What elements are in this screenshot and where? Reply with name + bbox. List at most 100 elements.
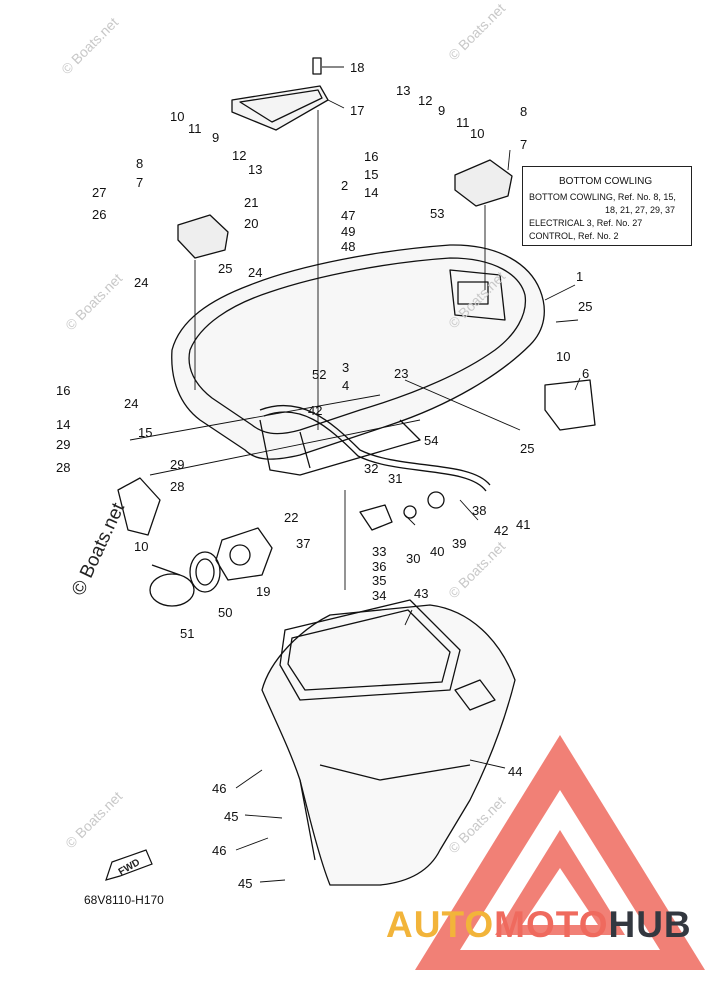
callout-number: 29 (170, 457, 185, 472)
callout-number: 21 (244, 195, 259, 210)
callout-number: 8 (520, 104, 528, 119)
callout-number: 16 (364, 149, 379, 164)
callout-number: 26 (92, 207, 107, 222)
callout-number: 18 (350, 60, 365, 75)
note-line: ELECTRICAL 3, Ref. No. 27 (529, 218, 643, 228)
callout-number: 14 (364, 185, 379, 200)
callout-number: 3 (342, 360, 350, 375)
part-cover-17 (231, 57, 329, 131)
brand-part-hub: HUB (608, 904, 692, 945)
note-box: BOTTOM COWLING BOTTOM COWLING, Ref. No. … (522, 166, 692, 246)
part-bracket-6 (544, 379, 596, 431)
brand-part-auto: AUTO (386, 904, 495, 945)
callout-number: 10 (556, 349, 571, 364)
callout-number: 9 (212, 130, 220, 145)
part-band-51 (149, 564, 195, 607)
callout-number: 42 (494, 523, 509, 538)
callout-number: 10 (470, 126, 485, 141)
callout-number: 48 (341, 239, 356, 254)
fwd-arrow-icon (105, 849, 153, 881)
callout-number: 54 (424, 433, 439, 448)
callout-number: 12 (232, 148, 247, 163)
callout-number: 31 (388, 471, 403, 486)
callout-number: 38 (472, 503, 487, 518)
callout-number: 42 (308, 403, 323, 418)
callout-number: 46 (212, 843, 227, 858)
note-title: BOTTOM COWLING (559, 176, 653, 187)
callout-number: 13 (248, 162, 263, 177)
callout-number: 19 (256, 584, 271, 599)
callout-number: 28 (56, 460, 71, 475)
note-line: CONTROL, Ref. No. 2 (529, 231, 619, 241)
brand-logo: AUTOMOTOHUB (386, 906, 692, 943)
brand-part-moto: MOTO (494, 904, 609, 945)
callout-number: 4 (342, 378, 350, 393)
callout-number: 7 (136, 175, 144, 190)
callout-number: 33 (372, 544, 387, 559)
part-lower-cowling-44 (261, 599, 516, 886)
callout-number: 52 (312, 367, 327, 382)
callout-number: 36 (372, 559, 387, 574)
callout-number: 11 (456, 115, 470, 130)
callout-number: 25 (218, 261, 233, 276)
note-line: 18, 21, 27, 29, 37 (605, 205, 676, 215)
note-line: BOTTOM COWLING, Ref. No. 8, 15, (529, 192, 676, 202)
callout-number: 11 (188, 121, 202, 136)
callout-number: 44 (508, 764, 523, 779)
callout-number: 40 (430, 544, 445, 559)
callout-number: 24 (134, 275, 149, 290)
part-hose-41 (259, 405, 491, 492)
callout-number: 50 (218, 605, 233, 620)
callout-number: 47 (341, 208, 356, 223)
callout-number: 8 (136, 156, 144, 171)
leader-lines (129, 66, 581, 883)
callout-number: 6 (582, 366, 590, 381)
part-bracket-left-7 (177, 214, 229, 259)
callout-number: 22 (284, 510, 299, 525)
callout-number: 32 (364, 461, 379, 476)
part-code: 68V8110-H170 (84, 893, 164, 907)
callout-number: 24 (248, 265, 263, 280)
callout-number: 24 (124, 396, 139, 411)
part-grommet-19 (215, 527, 273, 581)
callout-number: 27 (92, 185, 107, 200)
callout-number: 51 (180, 626, 195, 641)
callout-number: 30 (406, 551, 421, 566)
part-cap-30 (359, 504, 393, 531)
callout-number: 25 (578, 299, 593, 314)
callout-number: 9 (438, 103, 446, 118)
callout-number: 20 (244, 216, 259, 231)
callout-number: 17 (350, 103, 365, 118)
logo-triangle (415, 735, 705, 970)
callout-number: 25 (520, 441, 535, 456)
callout-number: 45 (238, 876, 253, 891)
part-bracket-10 (117, 477, 161, 536)
callout-number: 15 (138, 425, 153, 440)
callout-number: 45 (224, 809, 239, 824)
callout-number: 39 (452, 536, 467, 551)
callout-number: 16 (56, 383, 71, 398)
callout-number: 53 (430, 206, 445, 221)
callout-number: 14 (56, 417, 71, 432)
callout-number: 10 (170, 109, 185, 124)
callout-number: 43 (414, 586, 429, 601)
callout-number: 10 (134, 539, 149, 554)
callout-number: 12 (418, 93, 433, 108)
part-bracket-right-7 (454, 159, 513, 207)
callout-number: 46 (212, 781, 227, 796)
part-fitting-39 (403, 491, 445, 519)
callout-number: 35 (372, 573, 387, 588)
callout-number: 2 (341, 178, 349, 193)
callout-number: 23 (394, 366, 409, 381)
callout-number: 37 (296, 536, 311, 551)
callout-number: 49 (341, 224, 356, 239)
callout-number: 13 (396, 83, 411, 98)
callout-number: 28 (170, 479, 185, 494)
callout-number: 7 (520, 137, 528, 152)
callout-number: 34 (372, 588, 387, 603)
part-grommet-50 (189, 551, 221, 593)
callout-number: 1 (576, 269, 584, 284)
callout-number: 29 (56, 437, 71, 452)
